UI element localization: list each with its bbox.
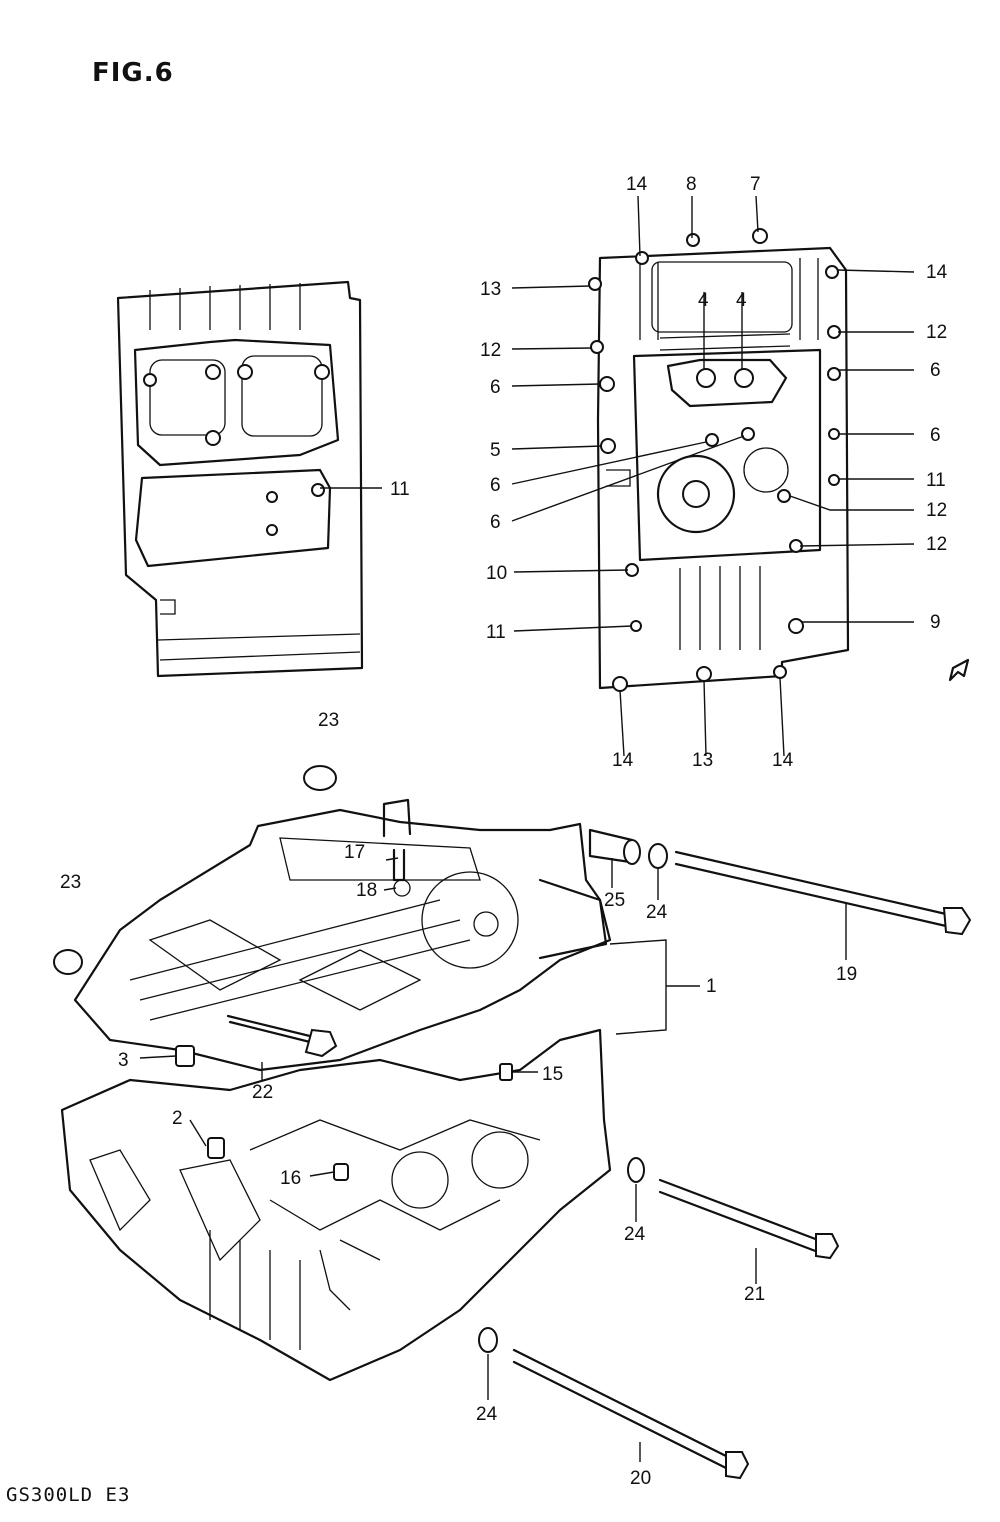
callout-24: 24	[646, 902, 668, 923]
leader-lines	[139, 195, 915, 1462]
callout-8: 8	[686, 174, 697, 195]
front-arrow-icon	[948, 658, 970, 682]
callout-4: 4	[698, 290, 709, 311]
callout-24: 24	[476, 1404, 498, 1425]
model-code-label: GS300LD E3	[6, 1484, 131, 1506]
callout-23: 23	[60, 872, 81, 893]
callout-9: 9	[930, 612, 941, 633]
callout-15: 15	[542, 1064, 563, 1085]
callout-6: 6	[490, 512, 501, 533]
callout-17: 17	[344, 842, 365, 863]
callout-7: 7	[750, 174, 761, 195]
figure-title: FIG.6	[92, 58, 174, 88]
callout-14: 14	[612, 750, 634, 771]
callout-12: 12	[926, 500, 947, 521]
callout-18: 18	[356, 880, 377, 901]
callout-13: 13	[480, 279, 501, 300]
callout-24: 24	[624, 1224, 646, 1245]
callout-labels: 11 14 8 7 13 14 12 12 4 4 6 6 5 6 6 11 6…	[60, 174, 948, 1489]
callout-6: 6	[930, 425, 941, 446]
callout-14: 14	[772, 750, 794, 771]
callout-6: 6	[490, 377, 501, 398]
callout-25: 25	[604, 890, 625, 911]
callout-16: 16	[280, 1168, 301, 1189]
callout-20: 20	[630, 1468, 651, 1489]
callout-11: 11	[486, 622, 506, 643]
crankcase-exploded-view	[53, 765, 972, 1480]
lower-case-view	[588, 228, 970, 692]
upper-case-view	[116, 280, 364, 678]
callout-12: 12	[926, 534, 947, 555]
callout-19: 19	[836, 964, 857, 985]
callout-6: 6	[490, 475, 501, 496]
callout-5: 5	[490, 440, 501, 461]
callout-2: 2	[172, 1108, 183, 1129]
callout-4: 4	[736, 290, 747, 311]
callout-11: 11	[390, 479, 410, 500]
callout-22: 22	[252, 1082, 273, 1103]
callout-21: 21	[744, 1284, 765, 1305]
callout-23: 23	[318, 710, 339, 731]
callout-3: 3	[118, 1050, 129, 1071]
callout-14: 14	[626, 174, 648, 195]
callout-11: 11	[926, 470, 946, 491]
callout-10: 10	[486, 563, 507, 584]
callout-6: 6	[930, 360, 941, 381]
callout-13: 13	[692, 750, 713, 771]
callout-1: 1	[706, 976, 717, 997]
callout-12: 12	[480, 340, 501, 361]
callout-12: 12	[926, 322, 947, 343]
callout-14: 14	[926, 262, 948, 283]
